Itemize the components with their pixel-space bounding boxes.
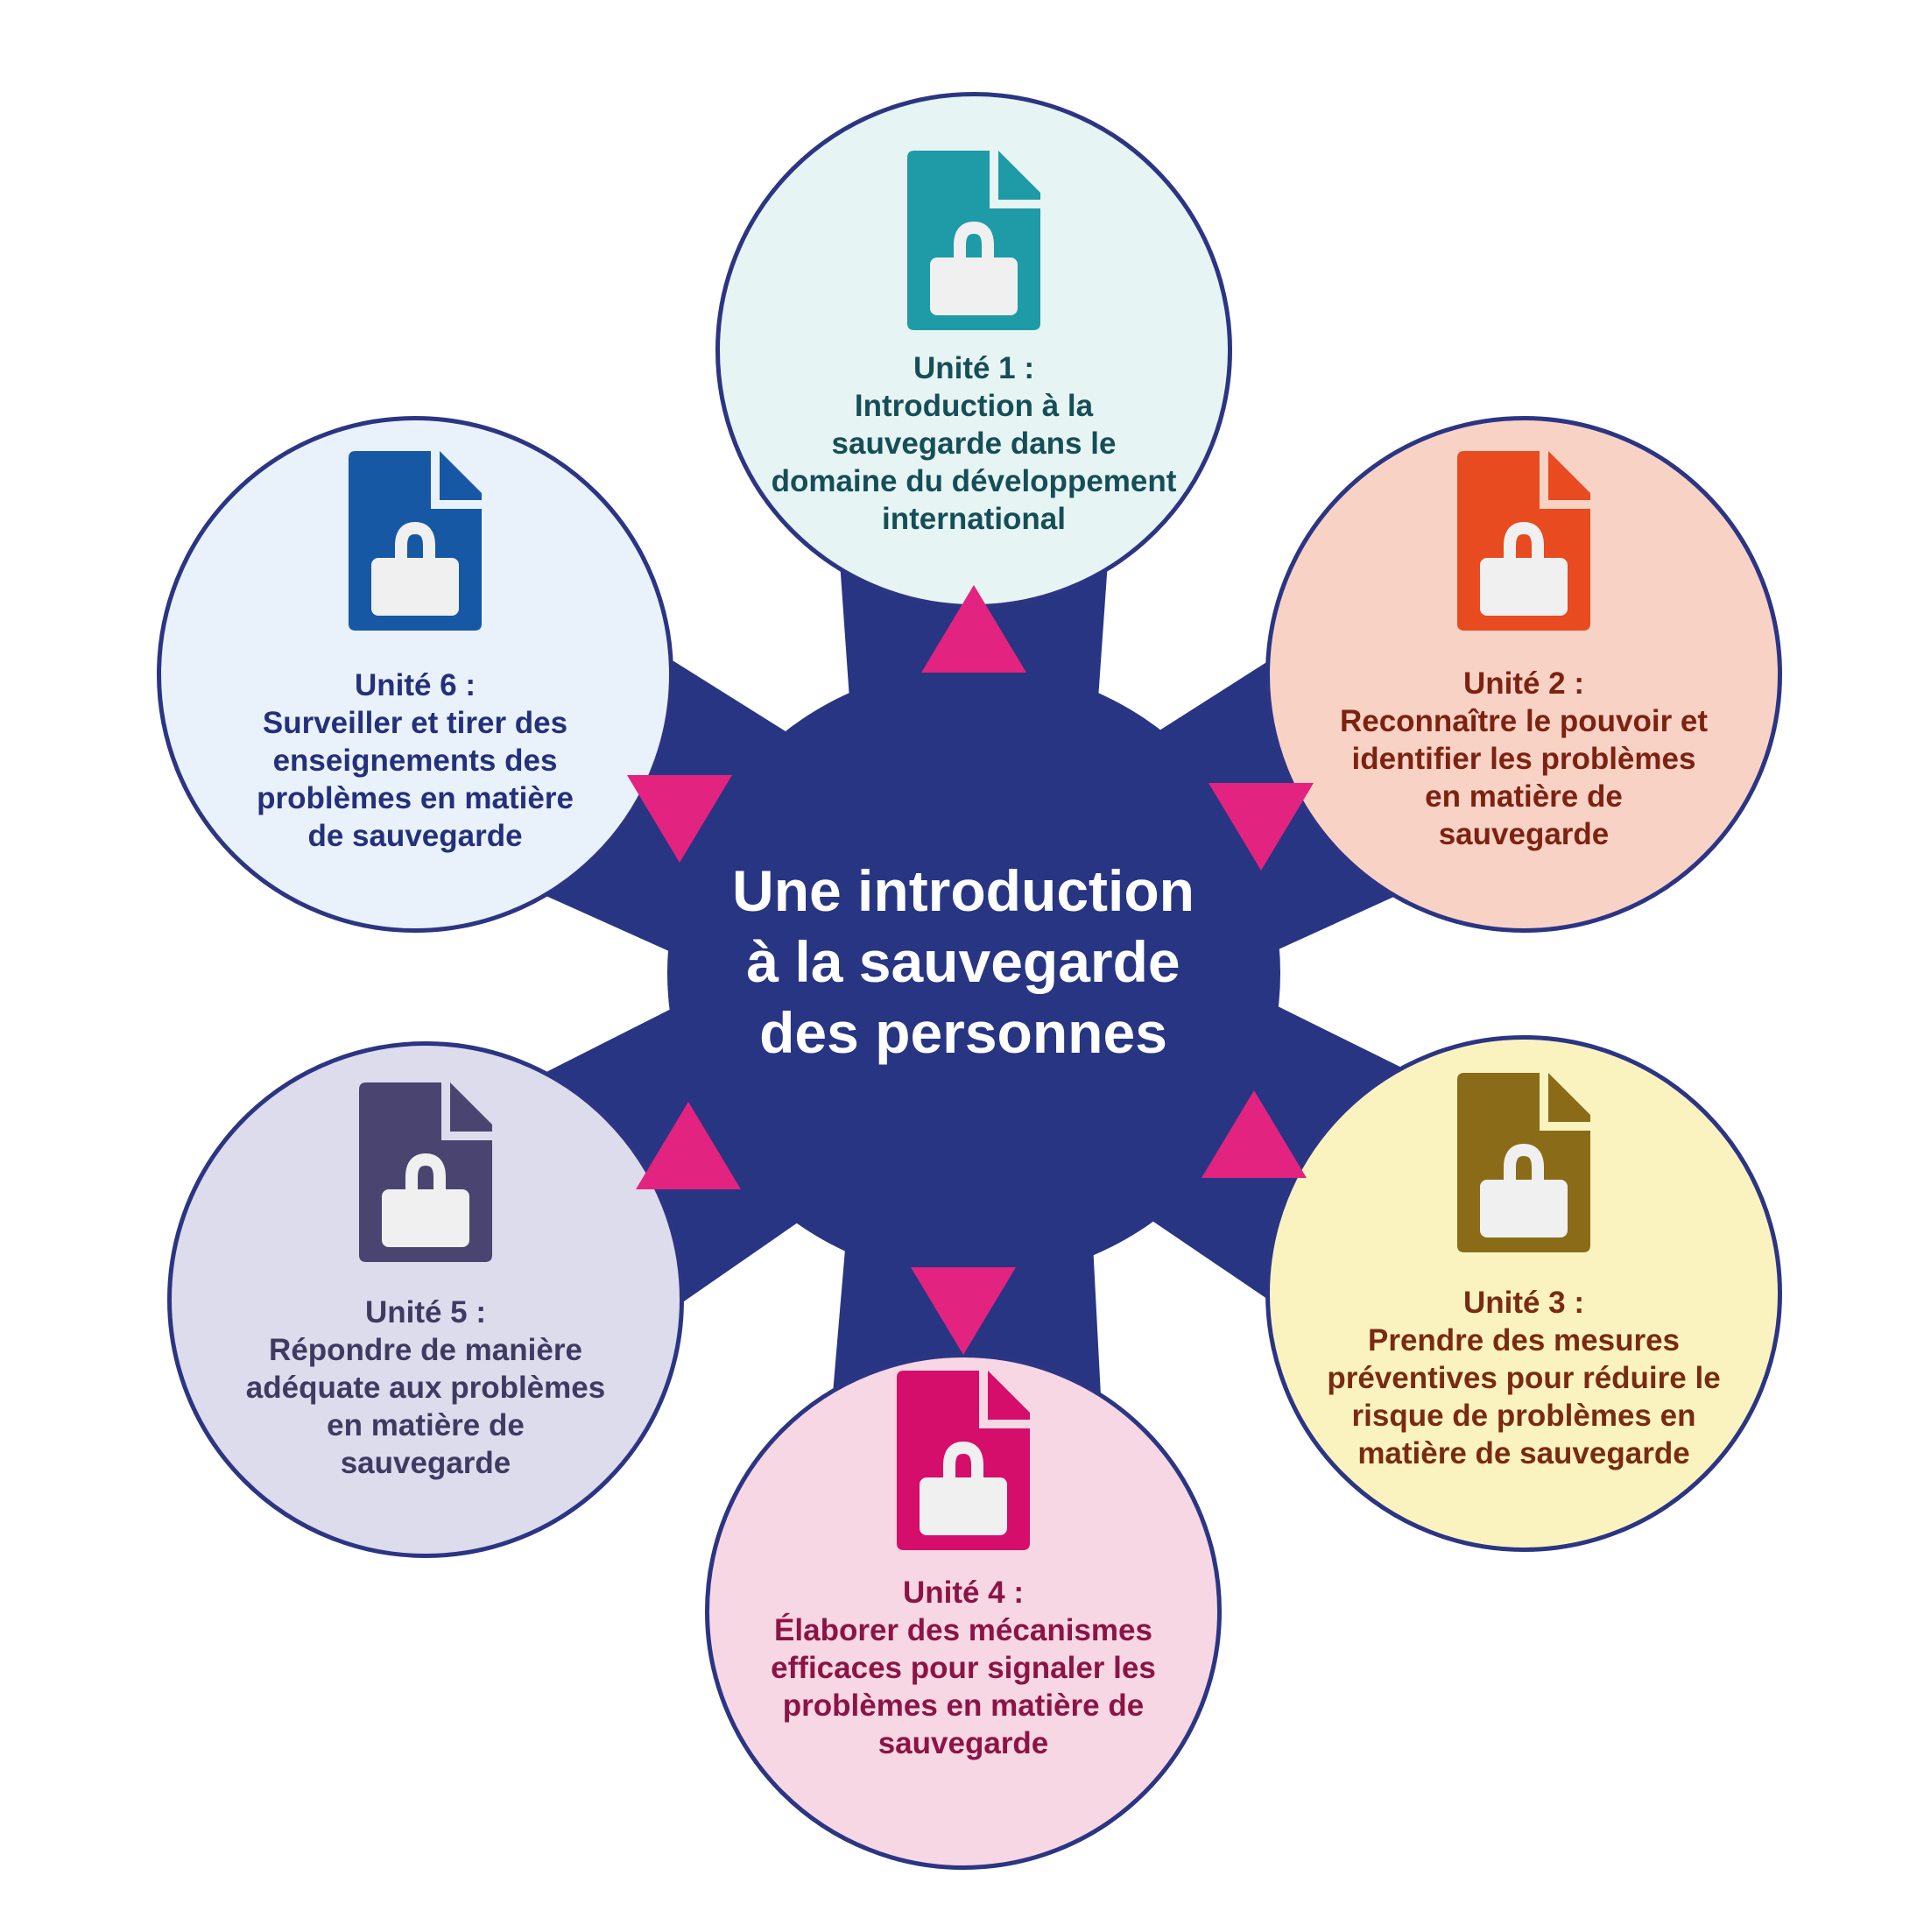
lock-document-icon: [907, 151, 1040, 330]
arrow-2: [1209, 783, 1314, 871]
center-title-line: Une introduction: [732, 858, 1195, 923]
unit-3-text: Unité 3 :Prendre des mesures préventives …: [1296, 1284, 1751, 1472]
unit-3-line: préventives pour réduire le: [1327, 1361, 1721, 1395]
unit-5-line: Répondre de manière: [269, 1333, 582, 1367]
unit-5-text: Unité 5 : Répondre de manière adéquate aux…: [198, 1294, 653, 1482]
unit-3-heading: Unité 3 :: [1462, 1286, 1585, 1320]
unit-2-line: identifier les problèmes: [1351, 742, 1696, 776]
unit-1-line: international: [881, 502, 1067, 536]
arrow-3: [1202, 1090, 1307, 1178]
unit-4-text: Unité 4 :Élaborer des mécanismes efficace…: [736, 1574, 1191, 1762]
unit-1-text: Unité 1 : Introduction à la sauvegarde dan…: [746, 349, 1202, 538]
unit-2-line: sauvegarde: [1438, 817, 1610, 851]
arrow-1: [921, 585, 1026, 673]
lock-document-icon: [349, 451, 482, 631]
unit-4-line: problèmes en matière de: [782, 1689, 1145, 1723]
center-title-line: à la sauvegarde: [746, 929, 1180, 994]
unit-2-text: Unité 2 :Reconnaître le pouvoir et identi…: [1296, 665, 1751, 853]
unit-2-heading: Unité 2 :: [1462, 666, 1585, 701]
unit-2-line: en matière de: [1425, 779, 1623, 814]
lock-document-icon: [1457, 1073, 1590, 1252]
unit-1-line: Introduction à la: [854, 389, 1094, 423]
center-title-line: des personnes: [759, 1000, 1167, 1065]
unit-3-line: Prendre des mesures: [1367, 1323, 1680, 1357]
unit-1-line: sauvegarde dans le: [831, 427, 1117, 461]
unit-6-heading: Unité 6 :: [354, 668, 476, 702]
lock-document-icon: [897, 1371, 1030, 1550]
unit-6-line: enseignements des: [272, 744, 558, 778]
lock-document-icon: [1457, 451, 1590, 631]
unit-4-line: Élaborer des mécanismes: [774, 1613, 1152, 1647]
hub-circle: [667, 666, 1280, 1280]
unit-6-line: problèmes en matière: [257, 781, 574, 815]
unit-3-line: matière de sauvegarde: [1357, 1436, 1690, 1470]
unit-5-line: sauvegarde: [340, 1446, 511, 1480]
lock-document-icon: [359, 1082, 492, 1262]
unit-5-line: en matière de: [327, 1408, 525, 1442]
unit-6-line: Surveiller et tirer des: [262, 706, 568, 740]
unit-6-text: Unité 6 : Surveiller et tirer des enseigne…: [187, 666, 643, 855]
arrow-5: [636, 1102, 741, 1189]
unit-2-line: Reconnaître le pouvoir et: [1339, 704, 1709, 738]
unit-1-line: domaine du développement: [771, 464, 1177, 498]
center-title: Une introduction à la sauvegarde des per…: [657, 856, 1270, 1068]
unit-4-line: efficaces pour signaler les: [771, 1651, 1156, 1685]
unit-1-heading: Unité 1 :: [913, 351, 1035, 385]
unit-5-line: adéquate aux problèmes: [245, 1371, 606, 1405]
unit-3-line: risque de problèmes en: [1351, 1399, 1696, 1433]
unit-4-heading: Unité 4 :: [902, 1576, 1025, 1610]
arrow-6: [627, 775, 732, 863]
unit-5-heading: Unité 5 :: [364, 1295, 487, 1329]
arrow-4: [911, 1267, 1016, 1355]
unit-4-line: sauvegarde: [877, 1726, 1049, 1760]
unit-6-line: de sauvegarde: [307, 819, 523, 853]
